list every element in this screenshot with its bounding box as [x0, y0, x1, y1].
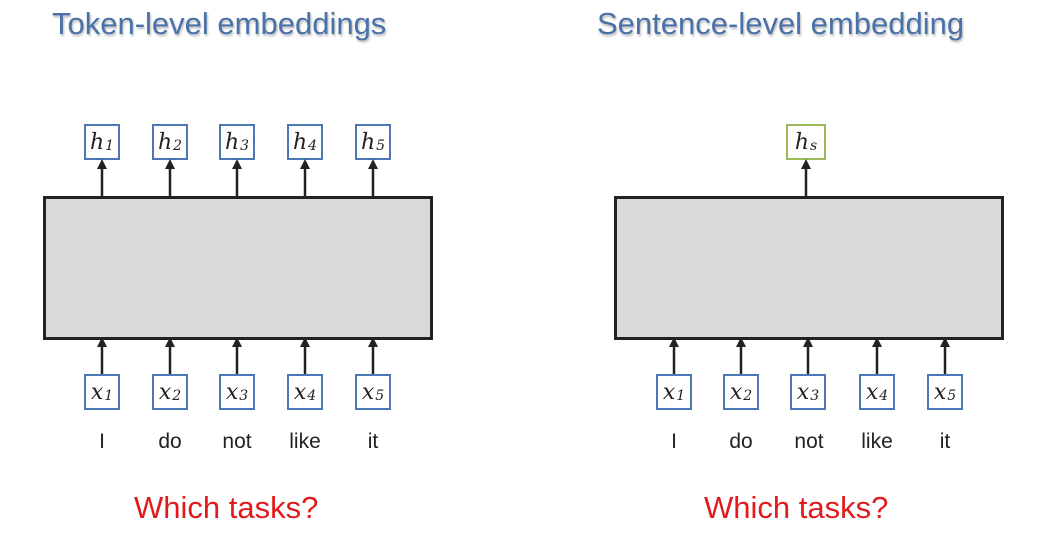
- encoder-model-box: [43, 196, 433, 340]
- input-word: do: [729, 430, 753, 453]
- input-word: I: [671, 430, 677, 453]
- input-word: like: [289, 430, 321, 453]
- input-word: it: [939, 430, 951, 453]
- encoder-model-box: [614, 196, 1004, 340]
- input-word: not: [222, 430, 252, 453]
- input-word: do: [158, 430, 182, 453]
- panel-title: Token-level embeddings: [52, 6, 387, 41]
- question-text: Which tasks?: [704, 490, 889, 525]
- input-word: not: [794, 430, 824, 453]
- input-word: I: [99, 430, 105, 453]
- input-word: like: [861, 430, 893, 453]
- panel-title: Sentence-level embedding: [597, 6, 965, 41]
- question-text: Which tasks?: [134, 490, 319, 525]
- input-word: it: [367, 430, 379, 453]
